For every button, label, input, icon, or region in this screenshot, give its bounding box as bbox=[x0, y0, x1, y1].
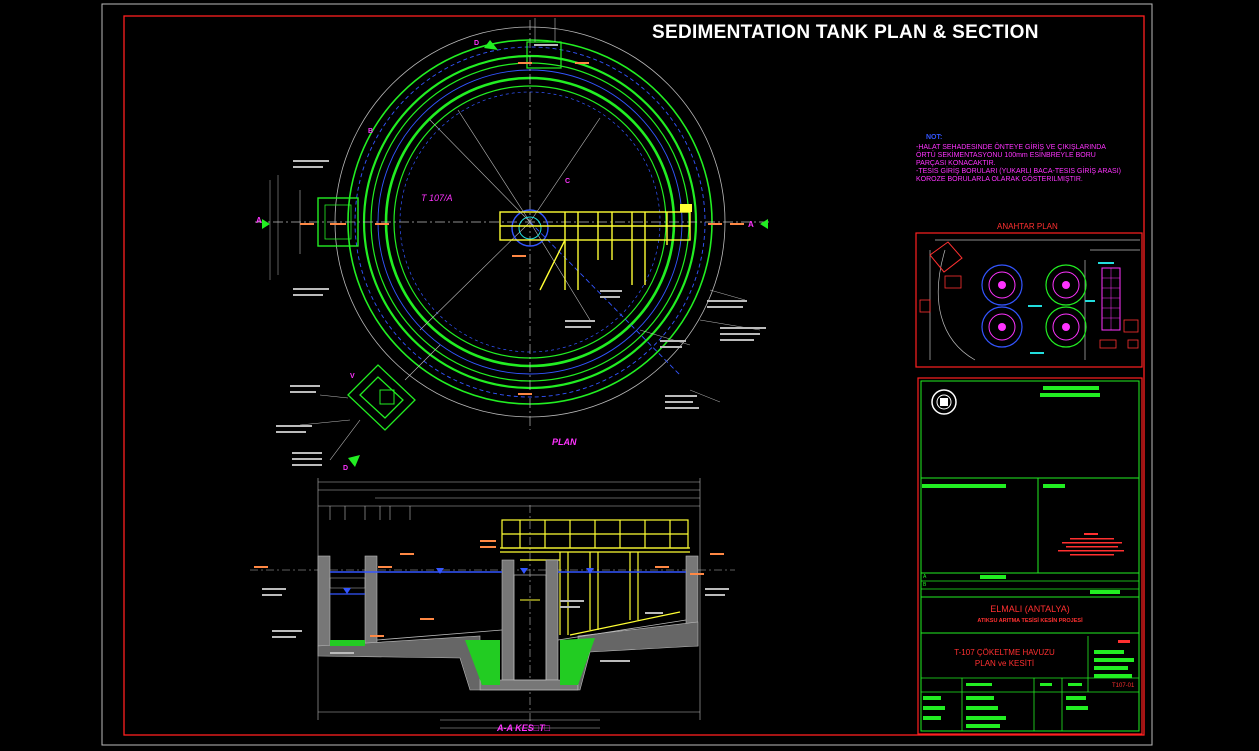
revision-row-a: A bbox=[923, 574, 927, 580]
note-line-3: PARÇASI KONACAKTIR. bbox=[916, 160, 996, 167]
key-plan-label: ANAHTAR PLAN bbox=[997, 222, 1058, 231]
notes-heading: NOT: bbox=[926, 134, 943, 141]
section-view bbox=[250, 478, 735, 730]
key-plan bbox=[915, 232, 1143, 368]
drawing-title-1: T-107 ÇÖKELTME HAVUZU bbox=[954, 648, 1055, 657]
drawing-title-2: PLAN ve KESİTİ bbox=[974, 659, 1035, 668]
note-line-5: KOROZE BORULARLA OLARAK GÖSTERILMIŞTIR. bbox=[916, 176, 1083, 183]
title-block bbox=[917, 377, 1143, 735]
note-line-2: ÖRTÜ SEKİMENTASYONU 100mm ESİNBREYLE BOR… bbox=[916, 152, 1096, 159]
tank-label: T 107/A bbox=[421, 193, 453, 203]
note-line-1: -HALAT SEHADESINDE ÖNTEYE GİRİŞ VE ÇIKIŞ… bbox=[916, 144, 1106, 151]
section-mark-v: V bbox=[350, 373, 355, 380]
note-line-4: -TESIS GİRİŞ BORULARI (YUKARLI BACA-TESI… bbox=[916, 168, 1121, 175]
plan-label: PLAN bbox=[552, 437, 577, 447]
project-place: ELMALI (ANTALYA) bbox=[990, 604, 1070, 614]
page-title: SEDIMENTATION TANK PLAN & SECTION bbox=[652, 22, 1039, 43]
section-label: A-A KES□T□ bbox=[497, 723, 551, 733]
section-mark-d-top: D bbox=[474, 40, 480, 47]
project-name: ATIKSU ARITMA TESİSİ KESİN PROJESİ bbox=[977, 618, 1083, 624]
sheet-border bbox=[101, 3, 1153, 746]
section-markers bbox=[262, 40, 768, 467]
section-mark-d-bottom: D bbox=[343, 465, 349, 472]
section-mark-a-left: A bbox=[256, 216, 262, 225]
section-mark-a-right: A bbox=[748, 220, 754, 229]
drawing-number: T107-01 bbox=[1112, 683, 1135, 689]
section-mark-b: B bbox=[368, 128, 374, 135]
section-mark-c: C bbox=[565, 178, 571, 185]
drawing-frame bbox=[123, 15, 1145, 736]
revision-row-b: B bbox=[923, 582, 927, 588]
plan-view bbox=[255, 18, 770, 466]
